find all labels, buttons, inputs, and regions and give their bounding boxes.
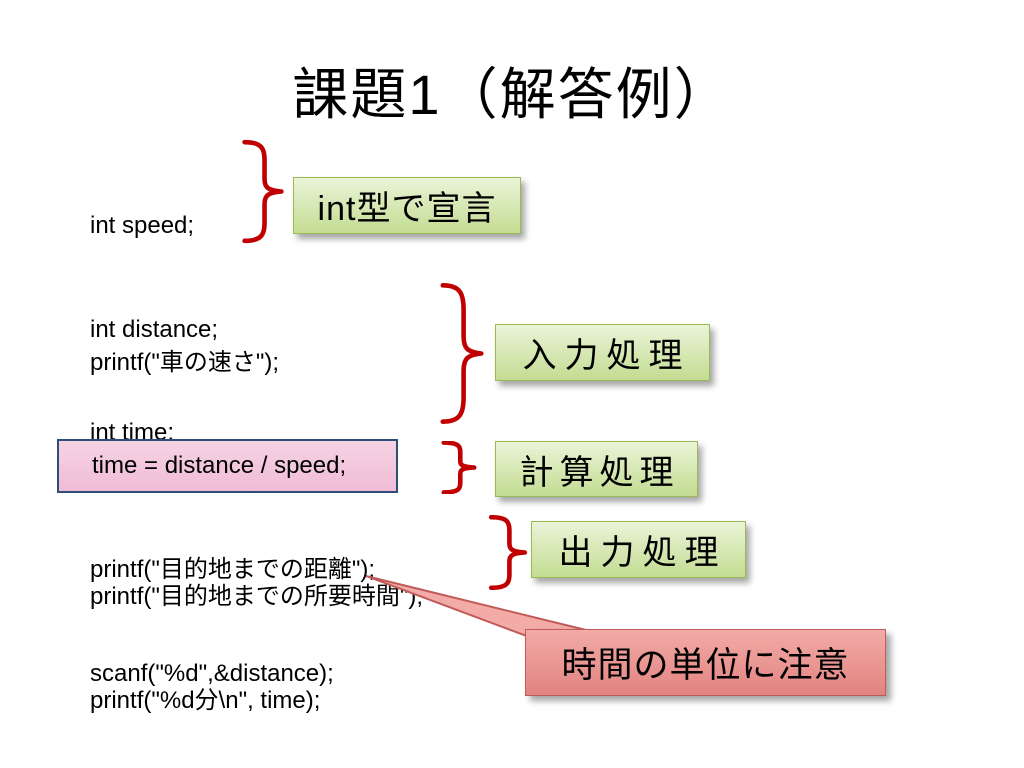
label-input-processing: 入力処理 xyxy=(495,324,710,381)
code-line: time = distance / speed; xyxy=(92,452,347,479)
code-line: int speed; xyxy=(90,212,195,239)
code-line: printf("目的地までの所要時間"); xyxy=(90,583,424,610)
curly-brace-icon xyxy=(438,281,486,426)
label-int-declaration: int型で宣言 xyxy=(293,177,521,234)
code-line: printf("目的地までの距離"); xyxy=(90,556,376,583)
label-text: 出力処理 xyxy=(558,534,727,572)
label-text: int型で宣言 xyxy=(317,190,497,228)
curly-brace-icon xyxy=(240,139,286,244)
label-text: 計算処理 xyxy=(519,453,680,492)
curly-brace-icon xyxy=(440,441,478,494)
code-output-block: printf("目的地までの所要時間"); printf("%d分\n", ti… xyxy=(90,511,423,768)
callout-time-unit-warning: 時間の単位に注意 xyxy=(525,629,886,696)
callout-text: 時間の単位に注意 xyxy=(561,646,850,685)
calculation-code-box: time = distance / speed; xyxy=(57,439,398,493)
code-line: int distance; xyxy=(90,315,219,343)
code-line: printf("%d分\n", time); xyxy=(90,686,321,714)
label-output-processing: 出力処理 xyxy=(531,521,746,578)
curly-brace-icon xyxy=(487,515,529,590)
label-text: 入力処理 xyxy=(522,337,691,375)
slide-title: 課題1（解答例） xyxy=(292,63,732,126)
code-line: scanf("%d",&distance); xyxy=(90,659,334,687)
code-line: printf("車の速さ"); xyxy=(90,349,280,376)
label-calculation-processing: 計算処理 xyxy=(495,441,698,497)
